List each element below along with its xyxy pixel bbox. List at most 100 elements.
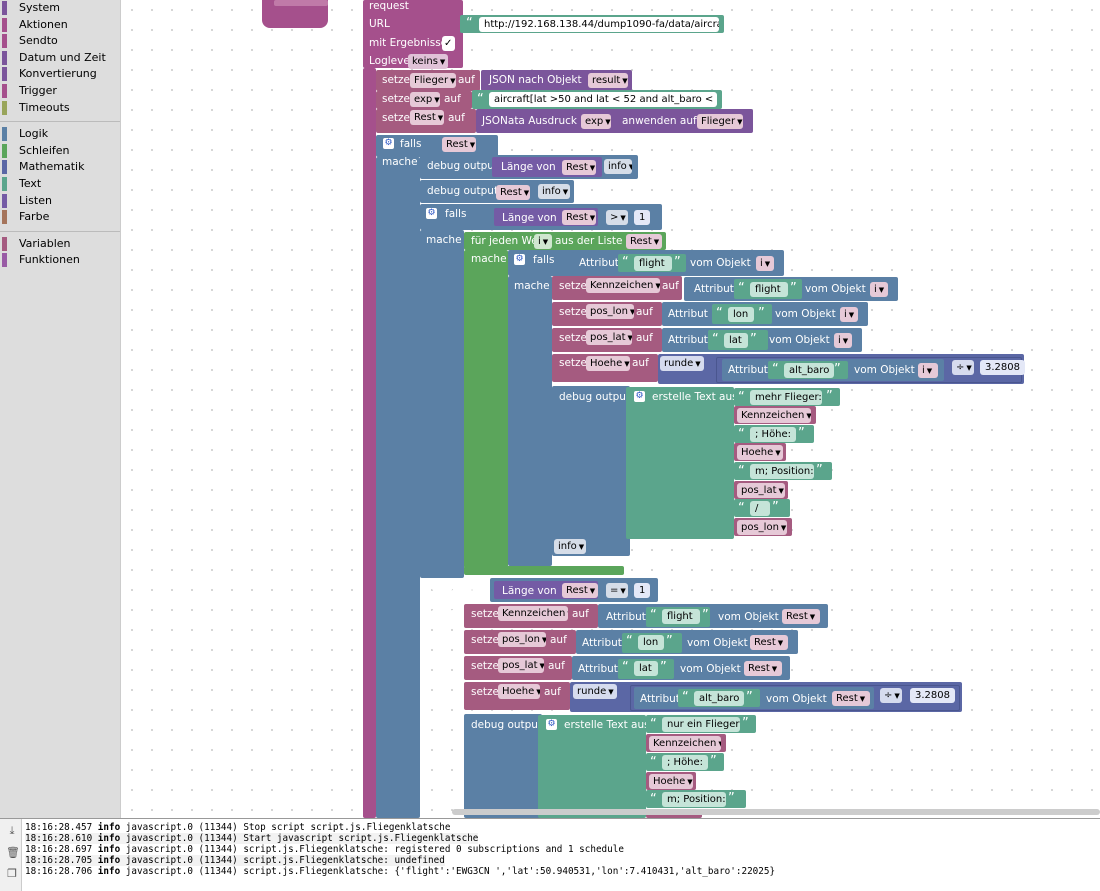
request-block-spine[interactable] (363, 68, 376, 818)
i-var-dropdown[interactable]: i▼ (534, 234, 552, 249)
url-field[interactable]: http://192.168.138.44/dump1090-fa/data/a… (479, 17, 719, 32)
toolbox-category-aktionen[interactable]: Aktionen (0, 17, 120, 34)
rest-dropdown[interactable]: Rest▼ (832, 691, 870, 706)
download-icon[interactable]: ⤓ (9, 824, 15, 837)
text-join-block[interactable] (538, 715, 646, 818)
flieger-dropdown[interactable]: Flieger▼ (697, 114, 743, 129)
mit-ergebnissen-checkbox[interactable]: ✓ (442, 36, 455, 51)
exp-var-dropdown[interactable]: exp▼ (410, 92, 440, 107)
factor-field[interactable]: 3.2808 (910, 688, 955, 703)
mehr-flieger-field[interactable]: mehr Flieger: (750, 390, 822, 405)
info-dropdown[interactable]: info▼ (554, 539, 586, 554)
gear-icon[interactable]: ⚙ (426, 208, 437, 219)
i-dropdown[interactable]: i▼ (870, 282, 888, 297)
debug-output-block[interactable] (552, 386, 630, 556)
flieger-var-dropdown[interactable]: Flieger▼ (410, 73, 456, 88)
rest-dropdown[interactable]: Rest▼ (626, 234, 662, 249)
rest-dropdown[interactable]: Rest▼ (562, 583, 598, 598)
rest-dropdown[interactable]: Rest▼ (744, 661, 782, 676)
kennzeichen-dropdown[interactable]: Kennzeichen▼ (737, 408, 811, 423)
toolbox-category-system[interactable]: System (0, 0, 120, 17)
exp-dropdown[interactable]: exp▼ (581, 114, 611, 129)
debug-output-block[interactable] (464, 714, 542, 818)
trash-icon[interactable]: 🗑 (6, 846, 20, 859)
flight-field[interactable]: flight (634, 256, 672, 271)
kennzeichen-dropdown[interactable]: Kennzeichen▼ (649, 736, 721, 751)
nur-ein-flieger-field[interactable]: nur ein Flieger: (662, 717, 740, 732)
lon-field[interactable]: lon (728, 307, 754, 322)
alt-baro-field[interactable]: alt_baro (784, 363, 834, 378)
info-dropdown[interactable]: info▼ (538, 184, 570, 199)
copy-icon[interactable]: ❐ (7, 867, 17, 880)
loglevel-dropdown[interactable]: keins▼ (408, 54, 448, 69)
toolbox-category-schleifen[interactable]: Schleifen (0, 143, 120, 160)
toolbox-category-listen[interactable]: Listen (0, 193, 120, 210)
toolbox-category-mathematik[interactable]: Mathematik (0, 159, 120, 176)
flight-field[interactable]: flight (750, 282, 788, 297)
pos-lon-var-dropdown[interactable]: pos_lon▼ (586, 304, 634, 319)
if-block-outer[interactable] (376, 135, 498, 157)
slash-field[interactable]: / (750, 501, 770, 516)
number-field[interactable]: 1 (634, 583, 651, 598)
m-position-field[interactable]: m; Position: (662, 792, 726, 807)
number-field[interactable]: 1 (634, 210, 651, 225)
rest-var-dropdown[interactable]: Rest▼ (410, 110, 444, 125)
if-block-inner-spine[interactable] (420, 230, 464, 578)
pos-lon-var-dropdown[interactable]: pos_lon▼ (498, 632, 546, 647)
toolbox-category-trigger[interactable]: Trigger (0, 83, 120, 100)
rest-dropdown[interactable]: Rest▼ (562, 160, 596, 175)
pos-lat-var-dropdown[interactable]: pos_lat▼ (586, 330, 632, 345)
pos-lon-dropdown[interactable]: pos_lon▼ (737, 520, 787, 535)
rest-dropdown[interactable]: Rest▼ (750, 635, 788, 650)
toolbox-category-funktionen[interactable]: Funktionen (0, 252, 120, 269)
if-block-innermost-spine[interactable] (508, 276, 552, 566)
hoehe-dropdown[interactable]: Hoehe▼ (649, 774, 693, 789)
i-dropdown[interactable]: i▼ (918, 363, 938, 378)
runde-dropdown[interactable]: runde▼ (573, 684, 617, 699)
rest-dropdown[interactable]: Rest▼ (782, 609, 820, 624)
flight-field[interactable]: flight (662, 609, 700, 624)
gear-icon[interactable]: ⚙ (634, 391, 645, 402)
blockly-workspace[interactable]: request URL “ http://192.168.138.44/dump… (122, 0, 1100, 818)
lon-field[interactable]: lon (638, 635, 664, 650)
operator-dropdown[interactable]: =▼ (606, 583, 628, 598)
pos-lat-dropdown[interactable]: pos_lat▼ (737, 483, 785, 498)
hoehe-dropdown[interactable]: Hoehe▼ (737, 445, 783, 460)
rest-dropdown[interactable]: Rest▼ (496, 185, 530, 200)
pos-lat-var-dropdown[interactable]: pos_lat▼ (498, 658, 544, 673)
info-dropdown[interactable]: info▼ (604, 159, 632, 174)
operator-dropdown[interactable]: >▼ (606, 210, 628, 225)
hoehe-text-field[interactable]: ; Höhe: (662, 755, 708, 770)
for-each-block[interactable] (464, 232, 666, 250)
gear-icon[interactable]: ⚙ (546, 719, 557, 730)
toolbox-category-konvertierung[interactable]: Konvertierung (0, 66, 120, 83)
i-dropdown[interactable]: i▼ (834, 333, 852, 348)
rest-dropdown[interactable]: Rest▼ (562, 210, 596, 225)
hoehe-text-field[interactable]: ; Höhe: (750, 427, 796, 442)
i-dropdown[interactable]: i▼ (756, 256, 774, 271)
exp-field[interactable]: aircraft[lat >50 and lat < 52 and alt_ba… (489, 92, 717, 107)
kennzeichen-var-dropdown[interactable]: Kennzeichen▼ (586, 278, 660, 293)
toolbox-category-timeouts[interactable]: Timeouts (0, 100, 120, 117)
gear-icon[interactable]: ⚙ (514, 254, 525, 265)
kennzeichen-var-dropdown[interactable]: Kennzeichen▼ (498, 606, 568, 621)
toolbox-category-text[interactable]: Text (0, 176, 120, 193)
for-each-block-spine[interactable] (464, 250, 508, 568)
runde-dropdown[interactable]: runde▼ (660, 356, 704, 371)
divide-dropdown[interactable]: ÷▼ (880, 688, 902, 703)
lat-field[interactable]: lat (724, 333, 748, 348)
i-dropdown[interactable]: i▼ (840, 307, 858, 322)
for-each-block-bottom[interactable] (464, 566, 624, 575)
factor-field[interactable]: 3.2808 (980, 360, 1025, 375)
toolbox-category-farbe[interactable]: Farbe (0, 209, 120, 226)
divide-dropdown[interactable]: ÷▼ (952, 360, 974, 375)
rest-dropdown[interactable]: Rest▼ (442, 137, 476, 152)
hoehe-var-dropdown[interactable]: Hoehe▼ (586, 356, 630, 371)
toolbox-category-variablen[interactable]: Variablen (0, 236, 120, 253)
alt-baro-field[interactable]: alt_baro (694, 691, 744, 706)
if-block-outer-spine[interactable] (376, 157, 420, 818)
workspace-horizontal-scrollbar[interactable] (452, 809, 1100, 815)
text-join-block[interactable] (626, 387, 734, 539)
m-position-field[interactable]: m; Position: (750, 464, 814, 479)
toolbox-category-logik[interactable]: Logik (0, 126, 120, 143)
